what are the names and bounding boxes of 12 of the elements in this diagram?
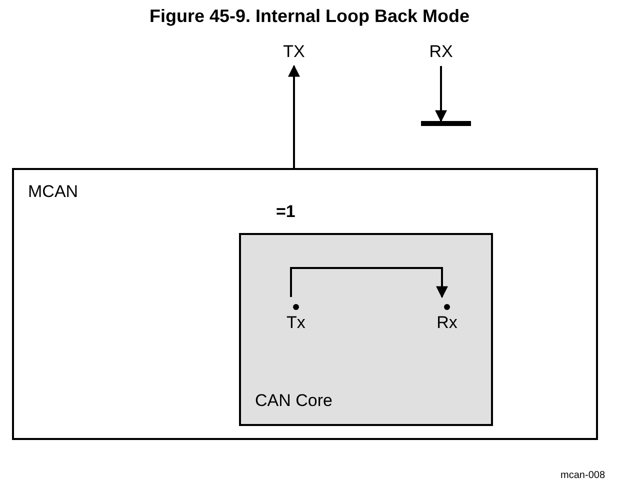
figure-title: Figure 45-9. Internal Loop Back Mode [148, 6, 471, 27]
pin-node: Rx [431, 301, 463, 339]
core-box: Tx Rx CAN Core [239, 233, 493, 426]
signal-name: RX [422, 40, 460, 66]
terminal-bar [421, 121, 471, 126]
edge-label: =1 [276, 202, 296, 222]
signal-name: TX [276, 40, 312, 66]
arrow [435, 66, 447, 122]
figure-id: mcan-008 [560, 470, 605, 481]
arrow [288, 64, 300, 168]
arrow [290, 267, 448, 298]
pin-node: Tx [280, 301, 312, 339]
